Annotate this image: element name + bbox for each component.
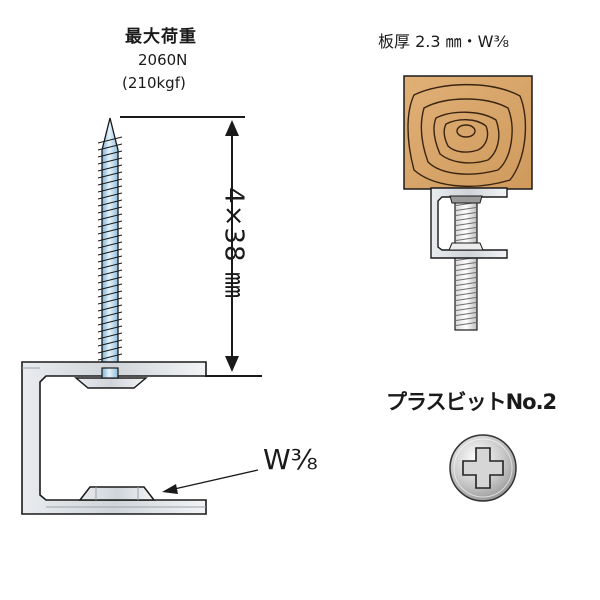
driver-bit-label: プラスビットNo.2 — [386, 390, 557, 414]
screw-head — [74, 367, 148, 389]
screw-thread — [97, 206, 123, 214]
screw-thread — [97, 227, 123, 235]
max-load-kgf: (210kgf) — [122, 74, 186, 92]
thread-leader-arrow — [162, 469, 259, 494]
screw — [97, 117, 123, 365]
screw-size-dimension: 4×38 ㎜ — [218, 187, 249, 299]
wood-block — [403, 75, 533, 190]
max-load-title: 最大荷重 — [125, 27, 197, 47]
bolt-thread — [455, 272, 477, 276]
bolt-thread — [455, 237, 477, 241]
screw-thread — [97, 297, 123, 305]
screw-thread — [97, 325, 123, 333]
screw-thread — [97, 283, 123, 291]
screw-thread — [97, 318, 123, 326]
hanger-outer — [21, 361, 207, 515]
screw-thread — [97, 353, 123, 361]
hanger-nut — [78, 486, 156, 501]
screw-thread — [97, 346, 123, 354]
bolt-thread — [455, 277, 477, 281]
bolt-thread — [455, 312, 477, 316]
screw-thread — [97, 171, 123, 179]
screw-thread — [97, 157, 123, 165]
bolt-thread — [455, 307, 477, 311]
bolt-thread — [455, 292, 477, 296]
screw-thread — [97, 136, 123, 144]
bolt-thread — [455, 207, 477, 211]
screw-thread — [97, 311, 123, 319]
screw-thread — [97, 276, 123, 284]
thread-size-label: W⅜ — [263, 443, 318, 476]
mini-bolt — [454, 195, 478, 331]
bolt-thread — [455, 217, 477, 221]
screw-thread — [97, 178, 123, 186]
screw-thread — [97, 269, 123, 277]
bolt-thread — [455, 212, 477, 216]
bolt-thread — [455, 262, 477, 266]
bolt-thread — [455, 317, 477, 321]
max-load-newton: 2060N — [138, 51, 188, 69]
screw-thread — [97, 339, 123, 347]
screw-thread — [97, 143, 123, 151]
bolt-thread — [455, 322, 477, 326]
bolt-thread — [455, 222, 477, 226]
screw-thread — [97, 290, 123, 298]
screw-thread — [97, 185, 123, 193]
dimension-arrow — [225, 120, 239, 372]
bolt-thread — [455, 287, 477, 291]
screw-thread — [97, 164, 123, 172]
screw-thread — [97, 255, 123, 263]
screw-thread — [97, 248, 123, 256]
phillips-bit-icon — [449, 434, 517, 502]
mini-bracket — [430, 187, 508, 259]
screw-thread — [97, 262, 123, 270]
bolt-thread — [455, 297, 477, 301]
screw-thread — [97, 220, 123, 228]
screw-thread — [97, 213, 123, 221]
bolt-thread — [455, 227, 477, 231]
bolt-thread — [455, 282, 477, 286]
screw-thread — [97, 332, 123, 340]
plate-thickness-spec: 板厚 2.3 ㎜・W⅜ — [378, 32, 509, 51]
screw-thread — [97, 199, 123, 207]
screw-thread — [97, 234, 123, 242]
screw-thread — [97, 150, 123, 158]
screw-thread — [97, 304, 123, 312]
screw-thread — [97, 192, 123, 200]
bolt-thread — [455, 232, 477, 236]
bolt-thread — [455, 267, 477, 271]
screw-threads — [97, 136, 123, 361]
bolt-thread — [455, 302, 477, 306]
hanger-bracket — [21, 361, 207, 515]
screw-thread — [97, 241, 123, 249]
